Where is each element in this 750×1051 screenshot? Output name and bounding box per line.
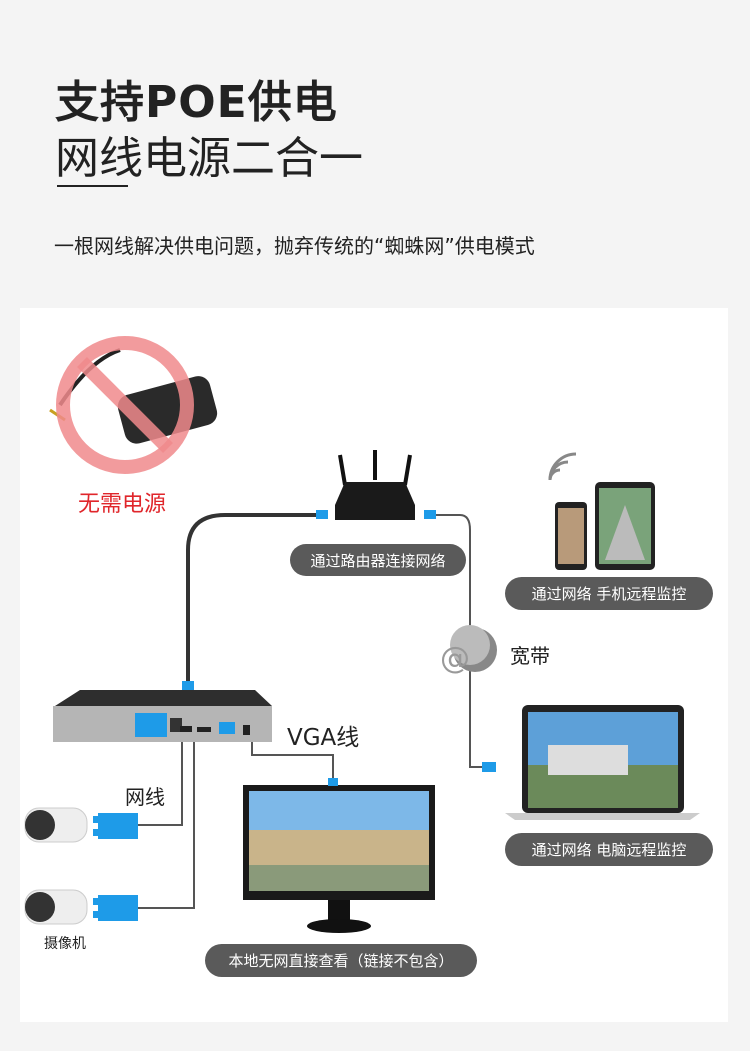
camera-label: 摄像机 <box>44 936 86 952</box>
title-divider <box>57 185 128 187</box>
port-connector <box>328 778 338 786</box>
phone-icon <box>555 482 655 570</box>
title-line-1: 支持POE供电 <box>55 77 338 128</box>
port-connector <box>424 510 436 519</box>
laptop-icon <box>505 705 700 820</box>
prohibited-icon <box>56 336 194 474</box>
camera-icon <box>24 807 88 925</box>
subtitle: 一根网线解决供电问题，抛弃传统的“蜘蛛网”供电模式 <box>54 234 535 258</box>
phone-remote-label: 通过网络 手机远程监控 <box>505 577 713 610</box>
broadband-globe-icon: @ <box>440 625 497 676</box>
router-label: 通过路由器连接网络 <box>290 544 466 576</box>
monitor-local-label: 本地无网直接查看（链接不包含） <box>205 944 477 977</box>
pc-remote-label: 通过网络 电脑远程监控 <box>505 833 713 866</box>
nvr-recorder-icon <box>53 690 272 742</box>
title-line-2: 网线电源二合一 <box>55 133 363 184</box>
vga-cable-label: VGA线 <box>287 725 360 751</box>
poe-connectors <box>93 813 138 921</box>
router-icon <box>335 450 415 520</box>
network-cable-label: 网线 <box>125 785 165 809</box>
port-connector <box>316 510 328 519</box>
svg-text:@: @ <box>440 641 470 676</box>
port-connector <box>482 762 496 772</box>
cables <box>137 513 484 909</box>
monitor-icon <box>243 785 435 933</box>
wifi-icon <box>548 452 577 481</box>
no-power-label: 无需电源 <box>78 492 167 517</box>
port-connector <box>182 681 194 690</box>
broadband-label: 宽带 <box>510 644 550 668</box>
